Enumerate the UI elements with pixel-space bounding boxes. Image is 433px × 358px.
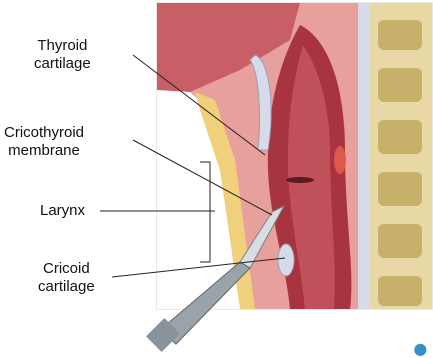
vocal-cords — [286, 177, 314, 183]
thyroid-label-line1: Thyroid — [34, 37, 91, 55]
cricothyroid-label-line2: membrane — [4, 142, 84, 160]
cricoid-cartilage-label: Cricoid cartilage — [38, 260, 95, 296]
thyroid-label-line2: cartilage — [34, 55, 91, 73]
cricoid-label-line2: cartilage — [38, 278, 95, 296]
cricoid-cartilage — [278, 244, 294, 276]
arytenoid — [334, 146, 346, 174]
cricothyroid-membrane-label: Cricothyroid membrane — [4, 124, 84, 160]
larynx-label-text: Larynx — [40, 202, 85, 220]
larynx-label: Larynx — [40, 202, 85, 220]
cricoid-label-line1: Cricoid — [38, 260, 95, 278]
adam-logo-icon: ⬤ — [414, 342, 427, 356]
cricothyroid-label-line1: Cricothyroid — [4, 124, 84, 142]
thyroid-cartilage-label: Thyroid cartilage — [34, 37, 91, 73]
spinal-ligament — [358, 3, 370, 309]
